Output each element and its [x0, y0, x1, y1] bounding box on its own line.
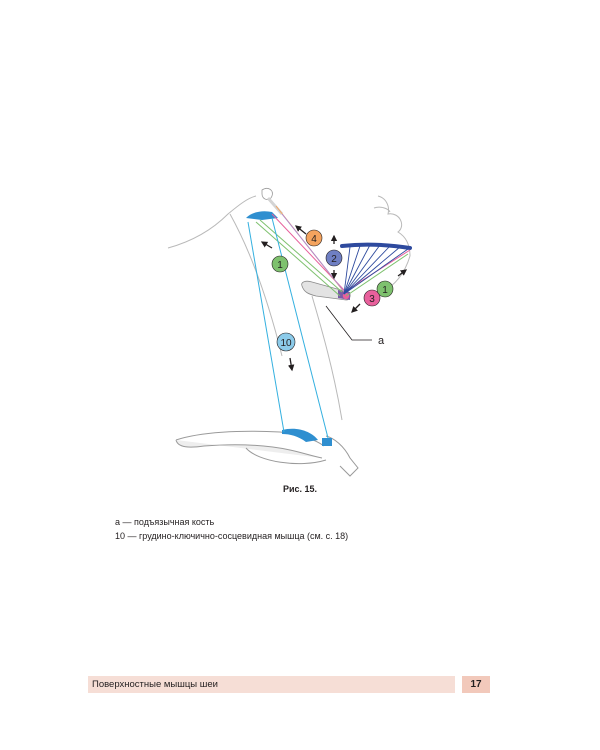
page-number: 17 — [462, 676, 490, 693]
svg-text:1: 1 — [382, 285, 388, 296]
marker-1-left: 1 — [271, 255, 289, 273]
svg-text:3: 3 — [369, 294, 375, 305]
svg-text:10: 10 — [280, 338, 292, 349]
section-title: Поверхностные мышцы шеи — [88, 676, 455, 693]
marker-2: 2 — [325, 249, 343, 267]
clavicle — [175, 430, 359, 477]
mandible — [340, 242, 412, 250]
sternum-attachment — [322, 438, 332, 446]
legend-item: а — подъязычная кость — [115, 517, 215, 527]
marker-3: 3 — [363, 289, 381, 307]
marker-10: 10 — [276, 332, 296, 352]
mylohyoid-fan — [343, 244, 409, 295]
hyoid-pointer-line — [325, 305, 372, 341]
label-a: а — [378, 335, 385, 347]
legend-item: 10 — грудино-ключично-сосцевидная мышца … — [115, 531, 349, 541]
suprahyoid-lines — [255, 205, 411, 297]
svg-text:1: 1 — [277, 260, 283, 271]
marker-1-right: 1 — [376, 280, 394, 298]
sternocleidomastoid — [247, 217, 329, 439]
neck-outline — [167, 195, 411, 421]
skull-base — [246, 188, 284, 220]
anatomy-figure: а 4 2 1 3 1 10 — [167, 188, 412, 477]
clavicle-attachment — [282, 428, 318, 442]
figure-caption: Рис. 15. — [282, 484, 318, 494]
svg-text:4: 4 — [311, 234, 317, 245]
direction-arrows — [260, 225, 408, 372]
marker-4: 4 — [305, 229, 323, 247]
figure-legend: а — подъязычная кость 10 — грудино-ключи… — [115, 515, 348, 543]
hyoid-bone — [301, 280, 351, 301]
svg-text:2: 2 — [331, 254, 337, 265]
